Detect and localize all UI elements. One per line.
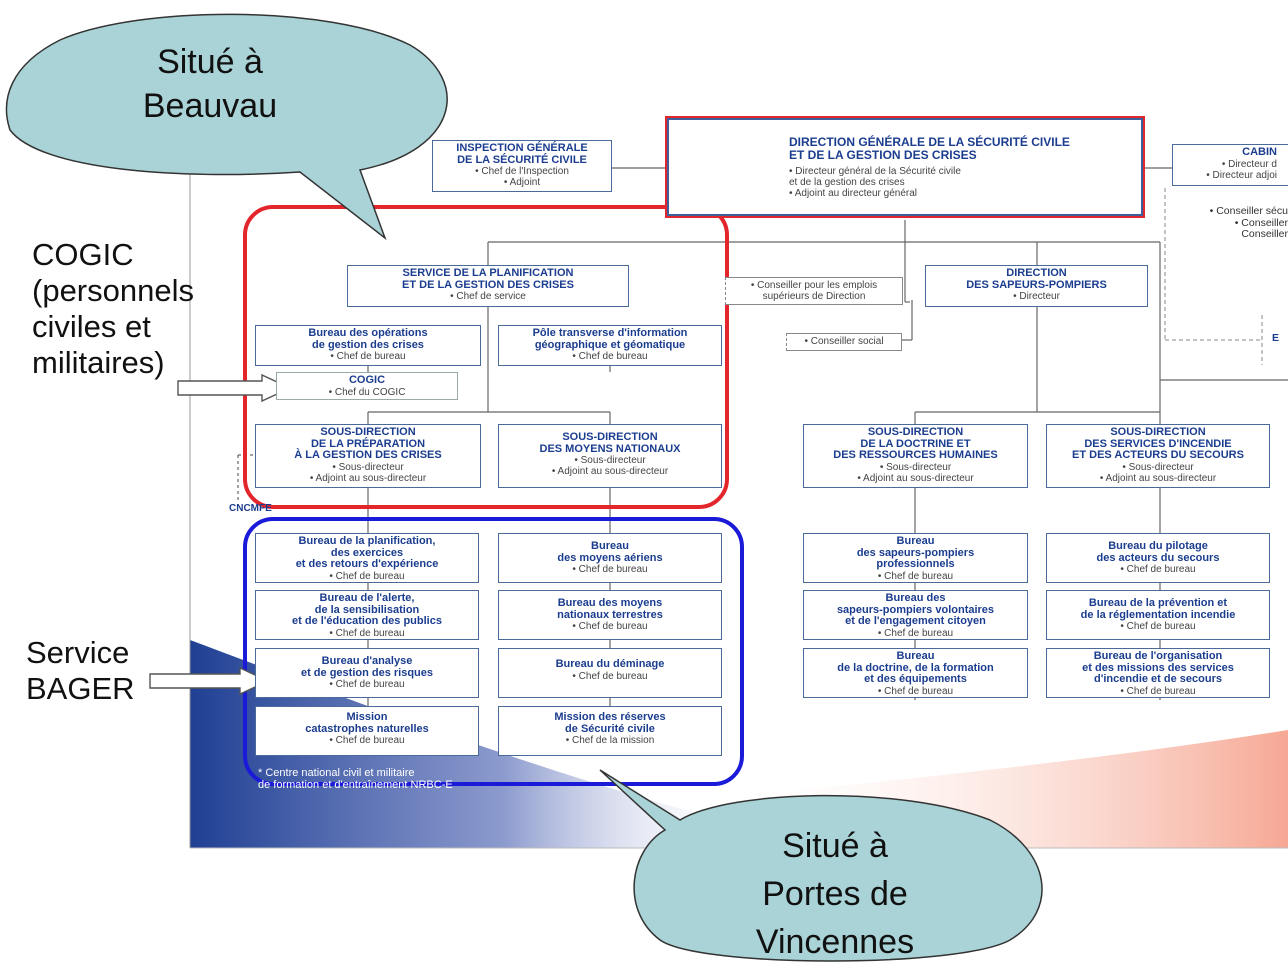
box-col1-item-1: Bureau de l'alerte, de la sensibilisatio… — [255, 590, 479, 640]
sd-doctrine-sub: • Sous-directeur • Adjoint au sous-direc… — [857, 461, 974, 484]
col2-3-sub: • Chef de la mission — [565, 735, 655, 746]
callout-bubble-bottom — [599, 769, 1043, 962]
col1-0-title: Bureau de la planification, des exercice… — [295, 535, 439, 570]
col1-2-title: Bureau d'analyse et de gestion des risqu… — [300, 655, 434, 679]
spgc-sub: • Chef de service — [450, 291, 526, 302]
red-highlight-outline — [243, 205, 729, 509]
box-col4-item-0: Bureau du pilotage des acteurs du secour… — [1046, 533, 1270, 583]
arrow-cogic — [177, 373, 292, 403]
box-col2-item-2: Bureau du déminage • Chef de bureau — [498, 648, 722, 698]
dsp-title: DIRECTION DES SAPEURS-POMPIERS — [966, 267, 1107, 291]
box-col3-item-0: Bureau des sapeurs-pompiers professionne… — [803, 533, 1028, 583]
col2-2-title: Bureau du déminage — [555, 658, 665, 670]
conseiller-emplois-text: • Conseiller pour les emplois supérieurs… — [750, 280, 878, 302]
box-bureau-operations: Bureau des opérations de gestion des cri… — [255, 325, 481, 366]
pole-sub: • Chef de bureau — [572, 351, 648, 362]
box-col4-item-2: Bureau de l'organisation et des missions… — [1046, 648, 1270, 698]
col1-3-title: Mission catastrophes naturelles — [305, 711, 429, 735]
col4-1-sub: • Chef de bureau — [1120, 621, 1196, 632]
col3-2-title: Bureau de la doctrine, de la formation e… — [837, 650, 994, 685]
box-inspection-generale: INSPECTION GÉNÉRALE DE LA SÉCURITÉ CIVIL… — [432, 140, 612, 192]
col4-0-sub: • Chef de bureau — [1120, 564, 1196, 575]
dsp-sub: • Directeur — [1013, 291, 1060, 302]
col3-0-sub: • Chef de bureau — [877, 570, 954, 582]
inspection-sub: • Chef de l'Inspection • Adjoint — [475, 166, 569, 188]
box-sd-moyens-nationaux: SOUS-DIRECTION DES MOYENS NATIONAUX • So… — [498, 424, 722, 488]
col2-1-title: Bureau des moyens nationaux terrestres — [557, 597, 663, 621]
callout-top-text: Situé à Beauvau — [142, 43, 278, 125]
box-col4-item-1: Bureau de la prévention et de la régleme… — [1046, 590, 1270, 640]
box-col1-item-3: Mission catastrophes naturelles • Chef d… — [255, 706, 479, 756]
bogc-title: Bureau des opérations de gestion des cri… — [308, 327, 428, 351]
cabinet-sub: • Directeur d • Directeur adjoi — [1206, 158, 1277, 181]
cabinet-title: CABIN — [1242, 146, 1277, 158]
box-pole-transverse: Pôle transverse d'information géographiq… — [498, 325, 722, 366]
box-sd-services-incendie: SOUS-DIRECTION DES SERVICES D'INCENDIE E… — [1046, 424, 1270, 488]
sd-moyens-sub: • Sous-directeur • Adjoint au sous-direc… — [551, 455, 669, 477]
sd-services-title: SOUS-DIRECTION DES SERVICES D'INCENDIE E… — [1072, 426, 1244, 461]
box-conseiller-emplois: • Conseiller pour les emplois supérieurs… — [725, 277, 903, 305]
blue-highlight-outline — [243, 517, 744, 786]
box-col2-item-3: Mission des réserves de Sécurité civile … — [498, 706, 722, 756]
cogic-title: COGIC — [348, 374, 386, 386]
box-direction-sapeurs-pompiers: DIRECTION DES SAPEURS-POMPIERS • Directe… — [925, 265, 1148, 307]
box-cabinet: CABIN • Directeur d • Directeur adjoi — [1172, 144, 1288, 186]
col3-1-title: Bureau des sapeurs-pompiers volontaires … — [836, 592, 995, 627]
box-col3-item-1: Bureau des sapeurs-pompiers volontaires … — [803, 590, 1028, 640]
sd-prep-sub: • Sous-directeur • Adjoint au sous-direc… — [309, 461, 427, 484]
box-sd-preparation: SOUS-DIRECTION DE LA PRÉPARATION À LA GE… — [255, 424, 481, 488]
col1-2-sub: • Chef de bureau — [329, 679, 405, 690]
note-conseiller-securite: • Conseiller sécu • Conseiller Conseille… — [1209, 205, 1288, 240]
arrow-bager — [149, 666, 270, 696]
box-col2-item-0: Bureau des moyens aériens • Chef de bure… — [498, 533, 722, 583]
col2-3-title: Mission des réserves de Sécurité civile — [554, 711, 666, 735]
col3-2-sub: • Chef de bureau — [877, 685, 954, 697]
label-cogic: COGIC (personnels civiles et militaires) — [32, 237, 194, 380]
note-edge-e: E — [1272, 332, 1280, 344]
callout-bottom-text: Situé à Portes de Vincennes — [755, 827, 915, 961]
box-col1-item-0: Bureau de la planification, des exercice… — [255, 533, 479, 583]
cogic-sub: • Chef du COGIC — [328, 386, 406, 398]
inspection-title: INSPECTION GÉNÉRALE DE LA SÉCURITÉ CIVIL… — [456, 142, 588, 166]
box-cogic: COGIC • Chef du COGIC — [276, 372, 458, 400]
box-col2-item-1: Bureau des moyens nationaux terrestres •… — [498, 590, 722, 640]
col1-3-sub: • Chef de bureau — [329, 735, 405, 746]
col1-0-sub: • Chef de bureau — [329, 570, 405, 582]
col1-1-title: Bureau de l'alerte, de la sensibilisatio… — [292, 592, 442, 627]
dg-title: DIRECTION GÉNÉRALE DE LA SÉCURITÉ CIVILE… — [789, 135, 1070, 162]
dashed-lines — [1164, 188, 1263, 365]
box-col1-item-2: Bureau d'analyse et de gestion des risqu… — [255, 648, 479, 698]
col2-0-title: Bureau des moyens aériens — [557, 540, 663, 564]
conseiller-social-text: • Conseiller social — [804, 336, 884, 347]
col1-1-sub: • Chef de bureau — [329, 627, 405, 639]
footnote: * Centre national civil et militaire de … — [258, 767, 453, 791]
col4-2-title: Bureau de l'organisation et des missions… — [1082, 650, 1234, 685]
col2-2-sub: • Chef de bureau — [572, 670, 648, 682]
col3-0-title: Bureau des sapeurs-pompiers professionne… — [856, 535, 975, 570]
box-conseiller-social: • Conseiller social — [786, 333, 902, 351]
box-col3-item-2: Bureau de la doctrine, de la formation e… — [803, 648, 1028, 698]
sd-services-sub: • Sous-directeur • Adjoint au sous-direc… — [1099, 461, 1217, 484]
col2-0-sub: • Chef de bureau — [572, 564, 648, 575]
sd-prep-title: SOUS-DIRECTION DE LA PRÉPARATION À LA GE… — [294, 426, 442, 461]
col3-1-sub: • Chef de bureau — [877, 627, 954, 639]
pole-title: Pôle transverse d'information géographiq… — [532, 327, 688, 351]
dg-sub: • Directeur général de la Sécurité civil… — [789, 166, 961, 199]
callout-bubble-top — [5, 13, 448, 241]
box-service-planification: SERVICE DE LA PLANIFICATION ET DE LA GES… — [347, 265, 629, 307]
col4-2-sub: • Chef de bureau — [1120, 685, 1196, 697]
col2-1-sub: • Chef de bureau — [572, 621, 648, 632]
sd-moyens-title: SOUS-DIRECTION DES MOYENS NATIONAUX — [539, 431, 681, 455]
col4-0-title: Bureau du pilotage des acteurs du secour… — [1096, 540, 1220, 564]
sd-doctrine-title: SOUS-DIRECTION DE LA DOCTRINE ET DES RES… — [833, 426, 998, 461]
box-sd-doctrine: SOUS-DIRECTION DE LA DOCTRINE ET DES RES… — [803, 424, 1028, 488]
spgc-title: SERVICE DE LA PLANIFICATION ET DE LA GES… — [402, 267, 574, 291]
bogc-sub: • Chef de bureau — [330, 351, 406, 362]
box-direction-generale: DIRECTION GÉNÉRALE DE LA SÉCURITÉ CIVILE… — [665, 116, 1145, 218]
note-cncmfe: CNCMFE — [229, 503, 272, 514]
label-bager: Service BAGER — [26, 635, 135, 706]
col4-1-title: Bureau de la prévention et de la régleme… — [1080, 597, 1236, 621]
